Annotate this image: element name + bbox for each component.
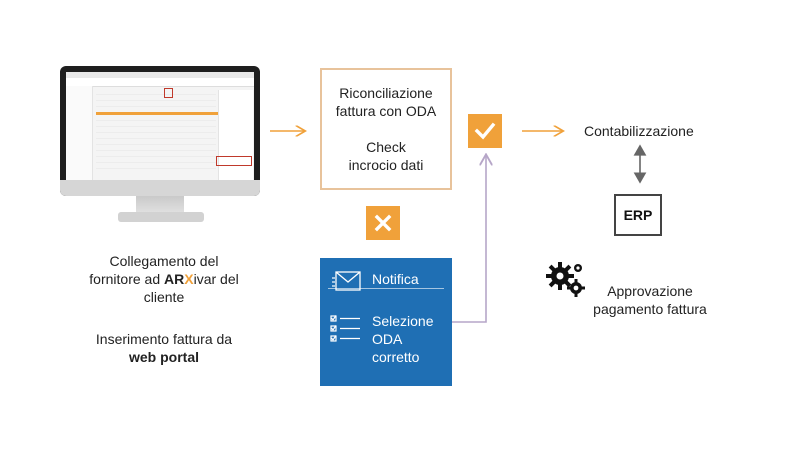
check-badge — [468, 114, 502, 148]
panel-divider — [328, 288, 444, 289]
monitor-chin — [60, 180, 260, 196]
reconcile-title-line1: Riconciliazione — [339, 85, 433, 101]
monitor-illustration — [60, 66, 260, 196]
check-label-line1: Check — [366, 139, 406, 155]
supplier-connection-caption: Collegamento del fornitore ad ARXivar de… — [89, 253, 239, 305]
selezione-label: Selezione ODA corretto — [372, 313, 434, 365]
arrow-blue-to-check — [452, 156, 486, 323]
approval-caption: Approvazione pagamento fattura — [593, 283, 707, 317]
reconcile-box: Riconciliazione fattura con ODA Check in… — [320, 68, 452, 190]
contabilizzazione-label: Contabilizzazione — [584, 123, 694, 139]
notification-panel: Notifica Selezione ODA corretto — [320, 258, 452, 386]
web-portal-caption: Inserimento fattura da web portal — [95, 331, 233, 365]
check-icon — [474, 122, 496, 140]
gears-icon — [546, 262, 585, 297]
reconcile-title-line2: fattura con ODA — [335, 103, 437, 119]
monitor-base — [118, 212, 204, 222]
erp-label: ERP — [623, 207, 653, 223]
x-badge — [366, 206, 400, 240]
screen-mockup — [66, 72, 254, 184]
envelope-icon — [332, 271, 361, 291]
x-icon — [374, 214, 392, 232]
monitor-neck — [136, 196, 184, 214]
checklist-icon — [330, 315, 360, 342]
erp-box: ERP — [614, 194, 662, 236]
notifica-label: Notifica — [372, 271, 419, 287]
check-label-line2: incrocio dati — [348, 157, 424, 173]
